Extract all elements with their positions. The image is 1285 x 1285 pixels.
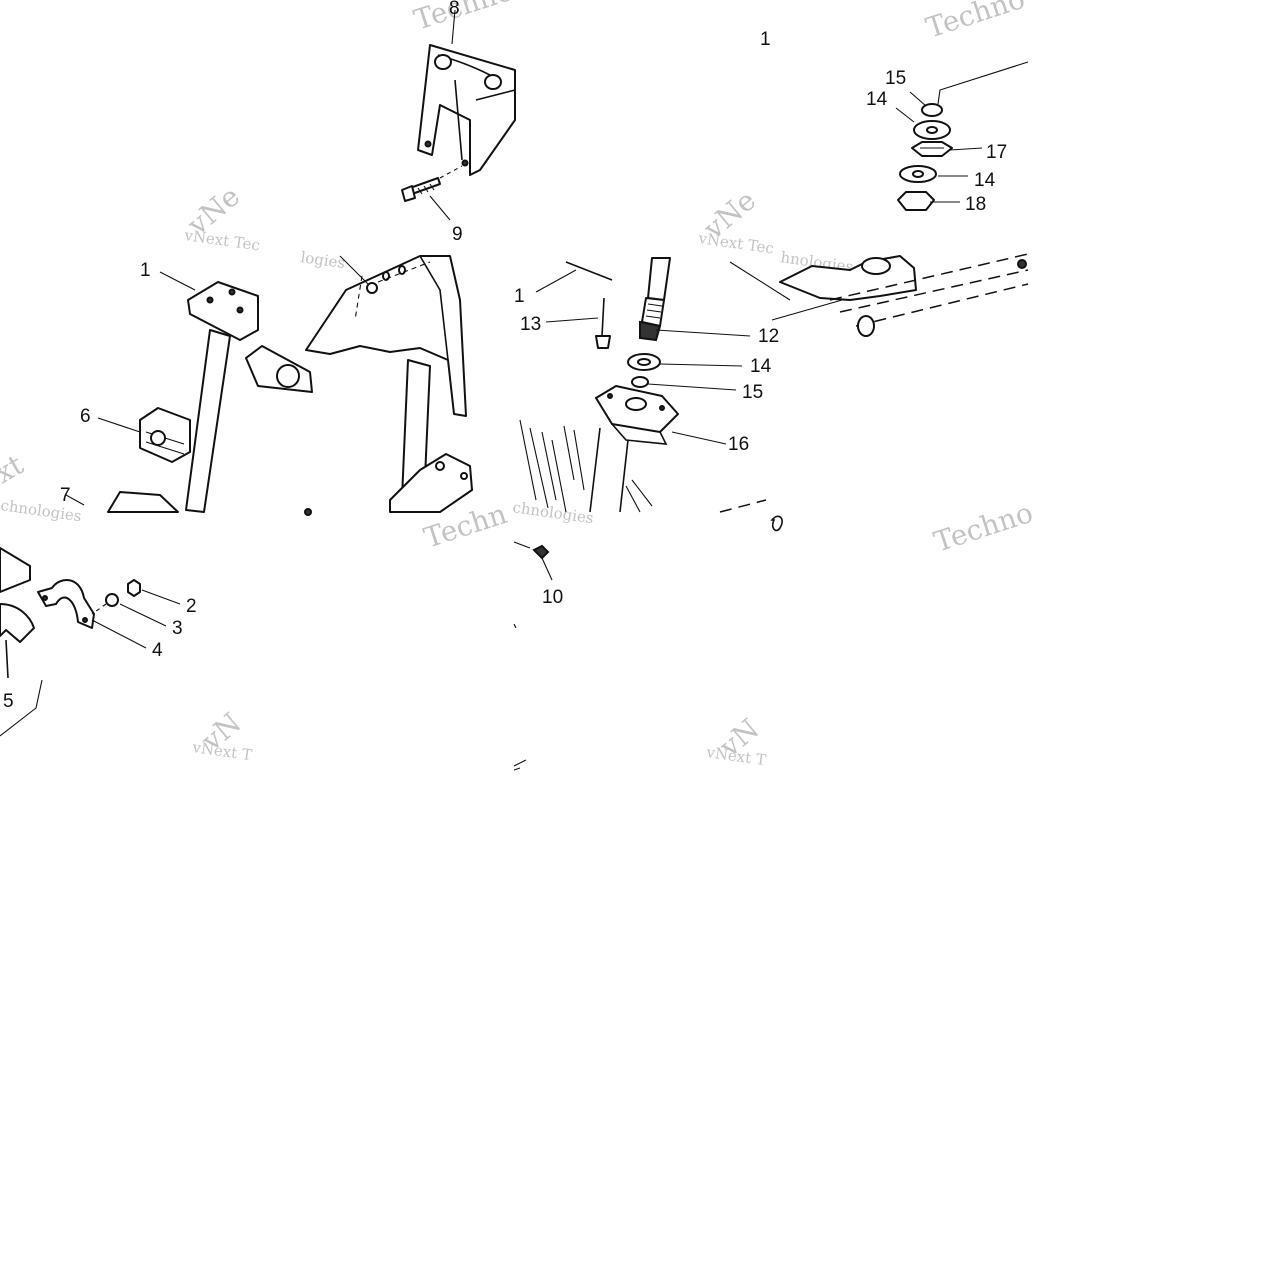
tile-top-right-fasteners bbox=[895, 61, 1029, 211]
bolt-part bbox=[409, 177, 441, 195]
watermark-text: Techno bbox=[410, 0, 517, 37]
callout-17: 17 bbox=[986, 142, 1007, 163]
castle-nut-part bbox=[911, 141, 953, 157]
callout-14: 14 bbox=[750, 356, 772, 377]
callout-16: 16 bbox=[728, 434, 749, 455]
nut-part bbox=[897, 191, 935, 211]
screw-part bbox=[532, 544, 550, 560]
callout-4: 4 bbox=[152, 640, 163, 661]
callout-10: 10 bbox=[542, 587, 563, 608]
mount-plate-part bbox=[187, 281, 259, 341]
callout-5: 5 bbox=[3, 691, 14, 712]
callout-2: 2 bbox=[186, 596, 197, 617]
watermark-text: Techno bbox=[922, 0, 1029, 45]
watermark-text: chnologies bbox=[511, 498, 594, 527]
callout-7: 7 bbox=[60, 485, 71, 506]
callout-3: 3 bbox=[172, 618, 183, 639]
washer-part bbox=[105, 593, 119, 607]
callout-1: 1 bbox=[760, 29, 771, 50]
tile-bottom-left-clamp bbox=[0, 547, 181, 737]
callout-18: 18 bbox=[965, 194, 986, 215]
callout-9: 9 bbox=[452, 224, 463, 245]
nut-part bbox=[127, 579, 141, 597]
callout-6: 6 bbox=[80, 406, 91, 427]
clamp-half-part bbox=[0, 603, 35, 643]
callout-8: 8 bbox=[449, 0, 460, 19]
oring-part bbox=[921, 103, 943, 117]
steering-shaft-part bbox=[647, 257, 671, 301]
watermark-text: xt bbox=[0, 448, 30, 490]
tile-top-bracket bbox=[401, 9, 516, 221]
steering-post-part bbox=[185, 329, 231, 513]
tile-middle-left-post bbox=[65, 255, 473, 516]
callout-12: 12 bbox=[758, 326, 779, 347]
watermark-text: logies bbox=[299, 248, 346, 272]
callout-14: 14 bbox=[866, 89, 888, 110]
callout-15: 15 bbox=[742, 382, 763, 403]
callout-13: 13 bbox=[520, 314, 541, 335]
clamp-strap-part bbox=[37, 579, 95, 629]
callout-labels: 8 9 1 15 14 17 14 18 1 6 7 1 13 12 14 15… bbox=[3, 0, 1007, 712]
tile-middle-right-column bbox=[519, 253, 1029, 532]
callout-15: 15 bbox=[885, 68, 906, 89]
watermark-text: Techno bbox=[930, 496, 1037, 559]
callout-14: 14 bbox=[974, 170, 996, 191]
callout-1: 1 bbox=[140, 260, 151, 281]
tile-bottom-middle-screw bbox=[513, 541, 553, 771]
callout-1: 1 bbox=[514, 286, 525, 307]
